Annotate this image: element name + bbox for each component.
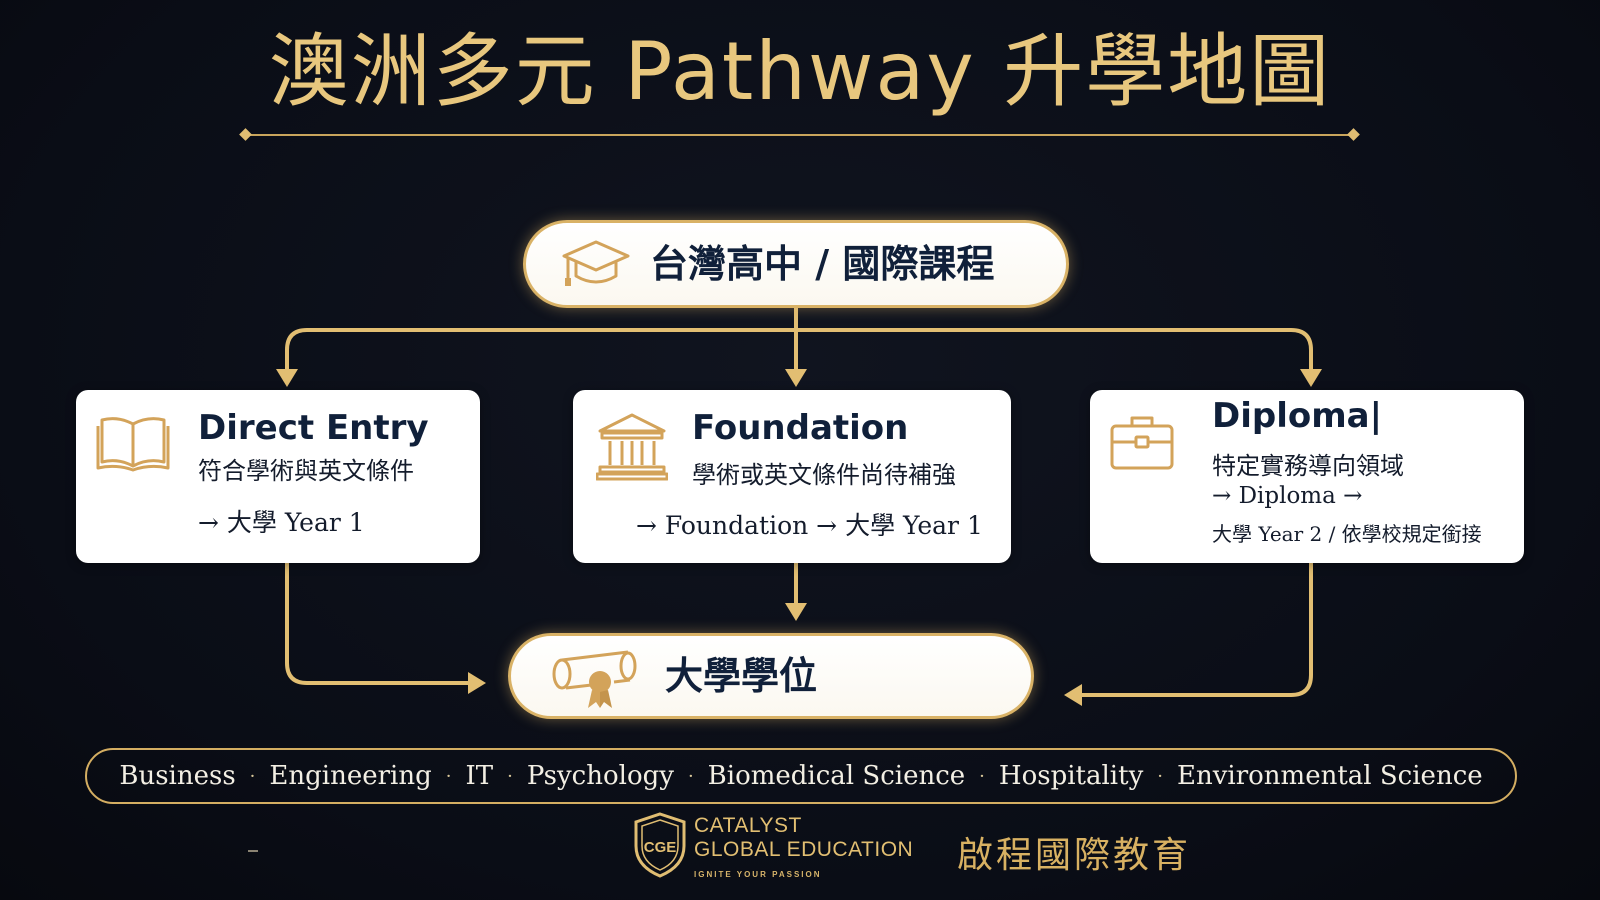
majors-banner <box>85 748 1517 804</box>
brand-name-line2: GLOBAL EDUCATION <box>694 838 914 861</box>
major-item: Business <box>119 761 236 791</box>
foundation-route: → Foundation → 大學 Year 1 <box>636 511 983 540</box>
briefcase-icon <box>1110 416 1174 470</box>
arrowhead <box>468 672 486 694</box>
start-node <box>523 220 1069 308</box>
diploma-route: → Diploma → <box>1212 483 1363 509</box>
major-item: Hospitality <box>998 761 1144 791</box>
major-separator: · <box>249 765 256 787</box>
arrowhead <box>1300 369 1322 387</box>
major-separator: · <box>1157 765 1163 787</box>
title-divider <box>245 134 1353 136</box>
arrowhead <box>785 369 807 387</box>
foundation-card <box>573 390 1011 563</box>
major-item: IT <box>465 761 494 791</box>
brand-logo-letters: CGE <box>644 839 677 856</box>
brand-name-line1: CATALYST <box>694 814 802 837</box>
majors-list: Business · Engineering · IT · Psychology… <box>85 748 1517 804</box>
diploma-route-continued: 大學 Year 2 / 依學校規定銜接 <box>1212 522 1482 546</box>
institution-icon <box>596 413 668 481</box>
major-separator: · <box>445 765 452 787</box>
arrowhead <box>1064 684 1082 706</box>
major-separator: · <box>687 765 694 787</box>
foundation-title: Foundation <box>692 408 909 448</box>
direct-entry-route: → 大學 Year 1 <box>198 508 365 537</box>
direct-entry-title: Direct Entry <box>198 408 429 448</box>
decorative-dash <box>248 850 258 852</box>
open-book-icon <box>96 417 170 472</box>
major-item: Environmental Science <box>1177 761 1483 791</box>
graduation-cap-icon <box>562 240 630 286</box>
direct-entry-to-degree-line <box>285 561 472 685</box>
diploma-scroll-icon <box>552 650 637 708</box>
diploma-card <box>1090 390 1524 563</box>
brand-logo-shield-icon: CGE <box>634 812 686 878</box>
major-separator: · <box>979 765 985 787</box>
start-node-label: 台灣高中 / 國際課程 <box>650 242 995 286</box>
arrowhead <box>785 603 807 621</box>
brand-name-chinese: 啟程國際教育 <box>957 835 1192 876</box>
major-item: Biomedical Science <box>707 761 966 791</box>
degree-node-label: 大學學位 <box>665 654 818 698</box>
diploma-title: Diploma| <box>1212 396 1383 436</box>
direct-entry-subtitle: 符合學術與英文條件 <box>198 457 414 485</box>
arrowhead <box>276 369 298 387</box>
brand-tagline: IGNITE YOUR PASSION <box>694 870 822 879</box>
major-separator: · <box>507 765 513 787</box>
diploma-subtitle: 特定實務導向領域 <box>1212 452 1404 480</box>
diploma-to-degree-line <box>1078 561 1313 697</box>
foundation-subtitle: 學術或英文條件尚待補強 <box>692 461 956 489</box>
major-item: Engineering <box>269 761 432 791</box>
major-item: Psychology <box>526 761 674 791</box>
page-title: 澳洲多元 Pathway 升學地圖 <box>268 25 1332 118</box>
branch-line <box>285 328 1313 372</box>
